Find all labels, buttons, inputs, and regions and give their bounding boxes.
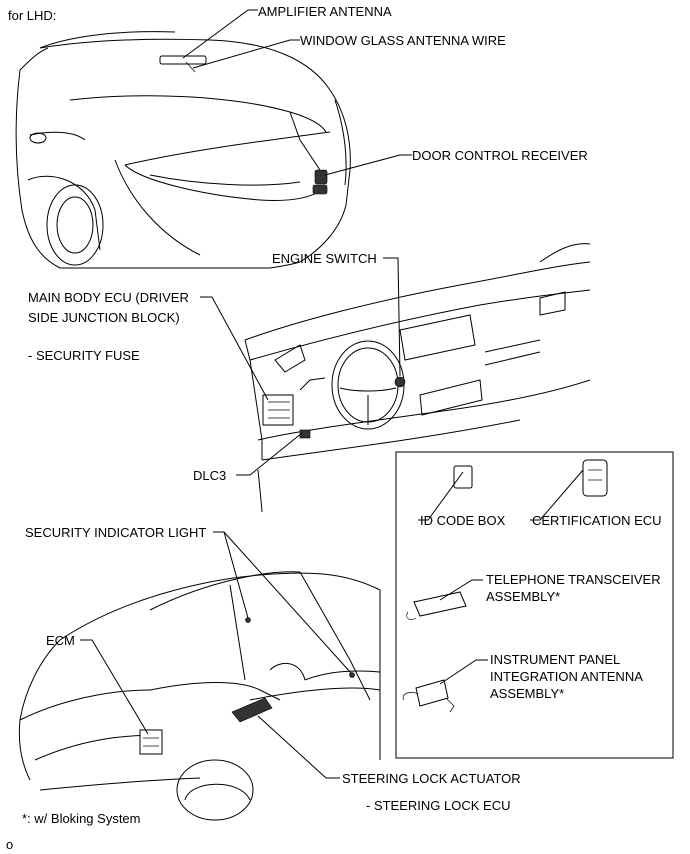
telephone-transceiver-part [413,591,467,617]
page-mark: o [6,837,13,852]
inset-parts [402,459,608,713]
label-amplifier-antenna: AMPLIFIER ANTENNA [258,4,392,19]
dashboard-illustration [244,243,591,513]
security-indicator-light-part-a [245,617,251,623]
label-integration-antenna-line3: ASSEMBLY* [490,686,564,701]
label-engine-switch: ENGINE SWITCH [272,251,377,266]
label-integration-antenna-line1: INSTRUMENT PANEL [490,652,620,667]
label-main-body-ecu-line2: SIDE JUNCTION BLOCK) [28,310,180,325]
label-main-body-ecu-line1: MAIN BODY ECU (DRIVER [28,290,189,305]
label-window-glass-antenna-wire: WINDOW GLASS ANTENNA WIRE [300,33,506,48]
label-steering-lock-ecu: - STEERING LOCK ECU [366,798,510,813]
id-code-box-part [453,465,473,489]
label-dlc3: DLC3 [193,468,226,483]
leader-lines [80,9,584,779]
label-security-fuse: - SECURITY FUSE [28,348,140,363]
rear-car-illustration [15,31,351,269]
certification-ecu-part [582,459,608,497]
label-id-code-box: ID CODE BOX [420,513,506,528]
label-telephone-transceiver-line2: ASSEMBLY* [486,589,560,604]
integration-antenna-part [415,679,449,707]
security-indicator-light-part-b [349,672,355,678]
vehicle-variant-title: for LHD: [8,8,56,23]
footnote: *: w/ Bloking System [22,811,141,826]
label-certification-ecu: CERTIFICATION ECU [532,513,662,528]
label-steering-lock-actuator: STEERING LOCK ACTUATOR [342,771,521,786]
ecm-part [139,729,163,755]
amplifier-antenna-part [159,55,207,65]
steering-lock-actuator-part [231,697,273,723]
front-car-illustration [18,571,381,821]
label-integration-antenna-line2: INTEGRATION ANTENNA [490,669,643,684]
door-control-receiver-part [314,169,328,185]
label-door-control-receiver: DOOR CONTROL RECEIVER [412,148,588,163]
optional-components-inset [395,451,674,759]
label-ecm: ECM [46,633,75,648]
label-security-indicator-light: SECURITY INDICATOR LIGHT [25,525,206,540]
engine-switch-part [394,376,406,388]
label-telephone-transceiver-line1: TELEPHONE TRANSCEIVER [486,572,661,587]
